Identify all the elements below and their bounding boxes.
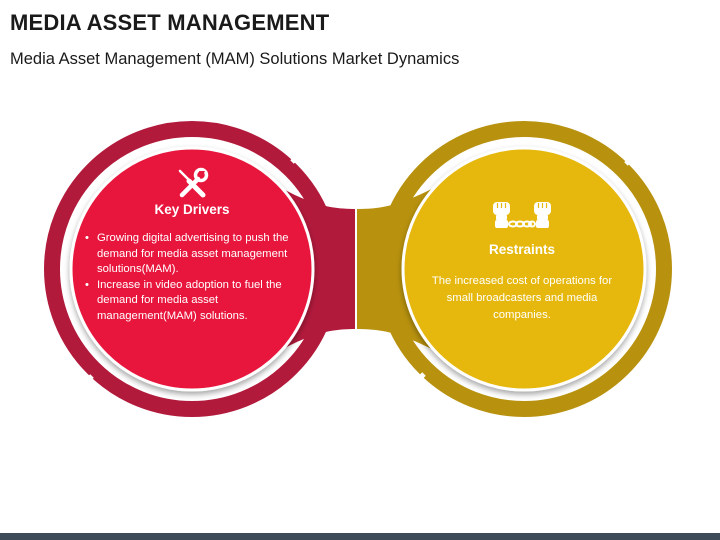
drivers-ring-cut-top bbox=[290, 134, 320, 164]
key-drivers-title: Key Drivers bbox=[154, 202, 230, 217]
key-drivers-list: Growing digital advertising to push the … bbox=[80, 231, 304, 325]
wrench-screwdriver-icon bbox=[178, 167, 209, 198]
restraints-panel: Restraints The increased cost of operati… bbox=[420, 200, 624, 324]
restraints-outer-ring bbox=[376, 121, 672, 417]
page-subtitle: Media Asset Management (MAM) Solutions M… bbox=[10, 50, 460, 68]
restraints-disc bbox=[401, 146, 647, 392]
page-title: MEDIA ASSET MANAGEMENT bbox=[10, 10, 330, 35]
drivers-ring-cut-bottom bbox=[56, 374, 94, 412]
handcuffed-fists-icon bbox=[493, 202, 551, 228]
restraints-title: Restraints bbox=[488, 242, 556, 257]
restraints-ring-cut-top bbox=[624, 128, 662, 166]
restraints-ring-cut-bottom bbox=[396, 372, 426, 402]
drivers-outer-ring bbox=[44, 121, 340, 417]
footer-bar bbox=[0, 533, 720, 540]
restraints-text: The increased cost of operations for sma… bbox=[431, 275, 613, 321]
list-item: Increase in video adoption to fuel the d… bbox=[82, 278, 304, 325]
list-item: Growing digital advertising to push the … bbox=[82, 231, 304, 278]
key-drivers-panel: Key Drivers Growing digital advertising … bbox=[80, 166, 304, 325]
